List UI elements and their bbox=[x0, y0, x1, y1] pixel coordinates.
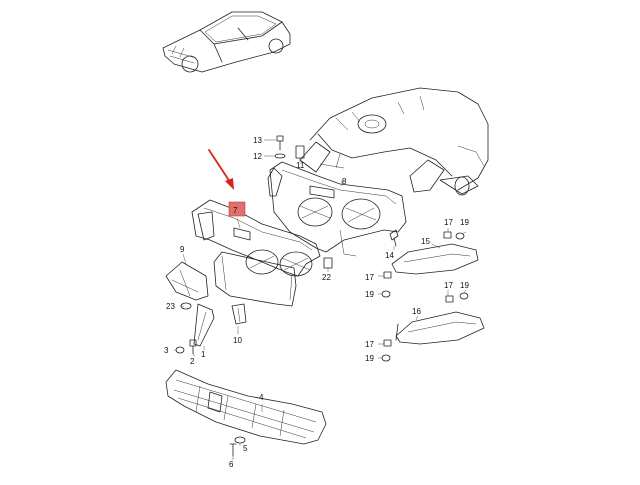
label-part-6[interactable]: 6 bbox=[229, 460, 234, 469]
label-part-17-d[interactable]: 17 bbox=[365, 340, 374, 349]
label-part-15[interactable]: 15 bbox=[421, 237, 430, 246]
air-deflector-upper bbox=[391, 243, 479, 275]
label-part-4[interactable]: 4 bbox=[259, 393, 264, 402]
label-part-13[interactable]: 13 bbox=[253, 136, 262, 145]
label-part-12[interactable]: 12 bbox=[253, 152, 262, 161]
highlight-box bbox=[228, 201, 246, 217]
label-part-23[interactable]: 23 bbox=[166, 302, 175, 311]
support-strut bbox=[193, 303, 215, 347]
label-part-19-b[interactable]: 19 bbox=[365, 290, 374, 299]
label-part-9[interactable]: 9 bbox=[180, 245, 185, 254]
label-part-10[interactable]: 10 bbox=[233, 336, 242, 345]
bracket-left bbox=[165, 261, 209, 301]
label-part-11[interactable]: 11 bbox=[296, 161, 305, 170]
label-part-7[interactable]: 7 bbox=[233, 206, 238, 215]
label-part-17-c[interactable]: 17 bbox=[444, 281, 453, 290]
part-labels: 7 8 13 12 11 9 23 3 2 1 10 4 5 6 14 22 1… bbox=[164, 136, 469, 469]
label-part-1[interactable]: 1 bbox=[201, 350, 206, 359]
label-part-2[interactable]: 2 bbox=[190, 357, 195, 366]
lock-carrier-upper bbox=[267, 161, 407, 257]
front-grille bbox=[165, 369, 327, 445]
air-deflector-lower bbox=[395, 311, 485, 345]
vehicle-silhouette-icon bbox=[162, 11, 291, 73]
label-part-17-a[interactable]: 17 bbox=[444, 218, 453, 227]
leader-lines bbox=[174, 139, 467, 460]
label-part-16[interactable]: 16 bbox=[412, 307, 421, 316]
label-part-3[interactable]: 3 bbox=[164, 346, 169, 355]
label-part-14[interactable]: 14 bbox=[385, 251, 394, 260]
label-part-17-b[interactable]: 17 bbox=[365, 273, 374, 282]
label-part-22[interactable]: 22 bbox=[322, 273, 331, 282]
label-part-19-a[interactable]: 19 bbox=[460, 218, 469, 227]
clip-part bbox=[231, 303, 247, 325]
label-part-19-d[interactable]: 19 bbox=[365, 354, 374, 363]
label-part-8[interactable]: 8 bbox=[342, 177, 347, 186]
body-shell-front-end bbox=[299, 87, 489, 196]
pointer-arrow-icon bbox=[208, 149, 234, 190]
label-part-5[interactable]: 5 bbox=[243, 444, 248, 453]
label-part-19-c[interactable]: 19 bbox=[460, 281, 469, 290]
lock-carrier-front bbox=[191, 199, 321, 307]
